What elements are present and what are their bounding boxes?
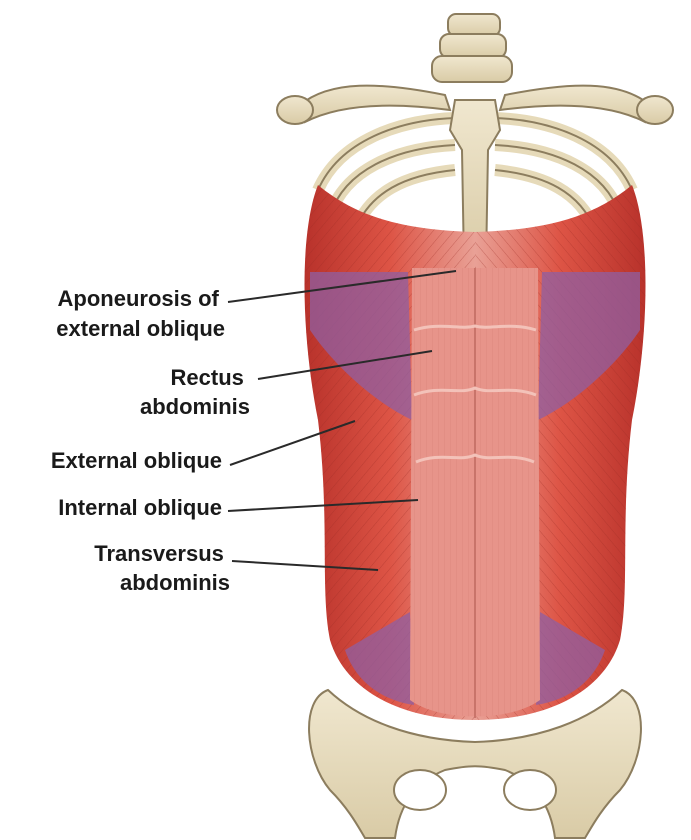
label-transversus-abdominis: Transversus abdominis bbox=[94, 541, 230, 595]
cervical-spine bbox=[432, 14, 512, 82]
label-internal-oblique: Internal oblique bbox=[58, 495, 222, 520]
label-aponeurosis: Aponeurosis of external oblique bbox=[56, 286, 225, 341]
label-rectus-abdominis: Rectus abdominis bbox=[140, 365, 250, 419]
labels: Aponeurosis of external oblique Rectus a… bbox=[51, 286, 250, 595]
label-external-oblique: External oblique bbox=[51, 448, 222, 473]
rectus-abdominis-muscle bbox=[410, 268, 540, 718]
